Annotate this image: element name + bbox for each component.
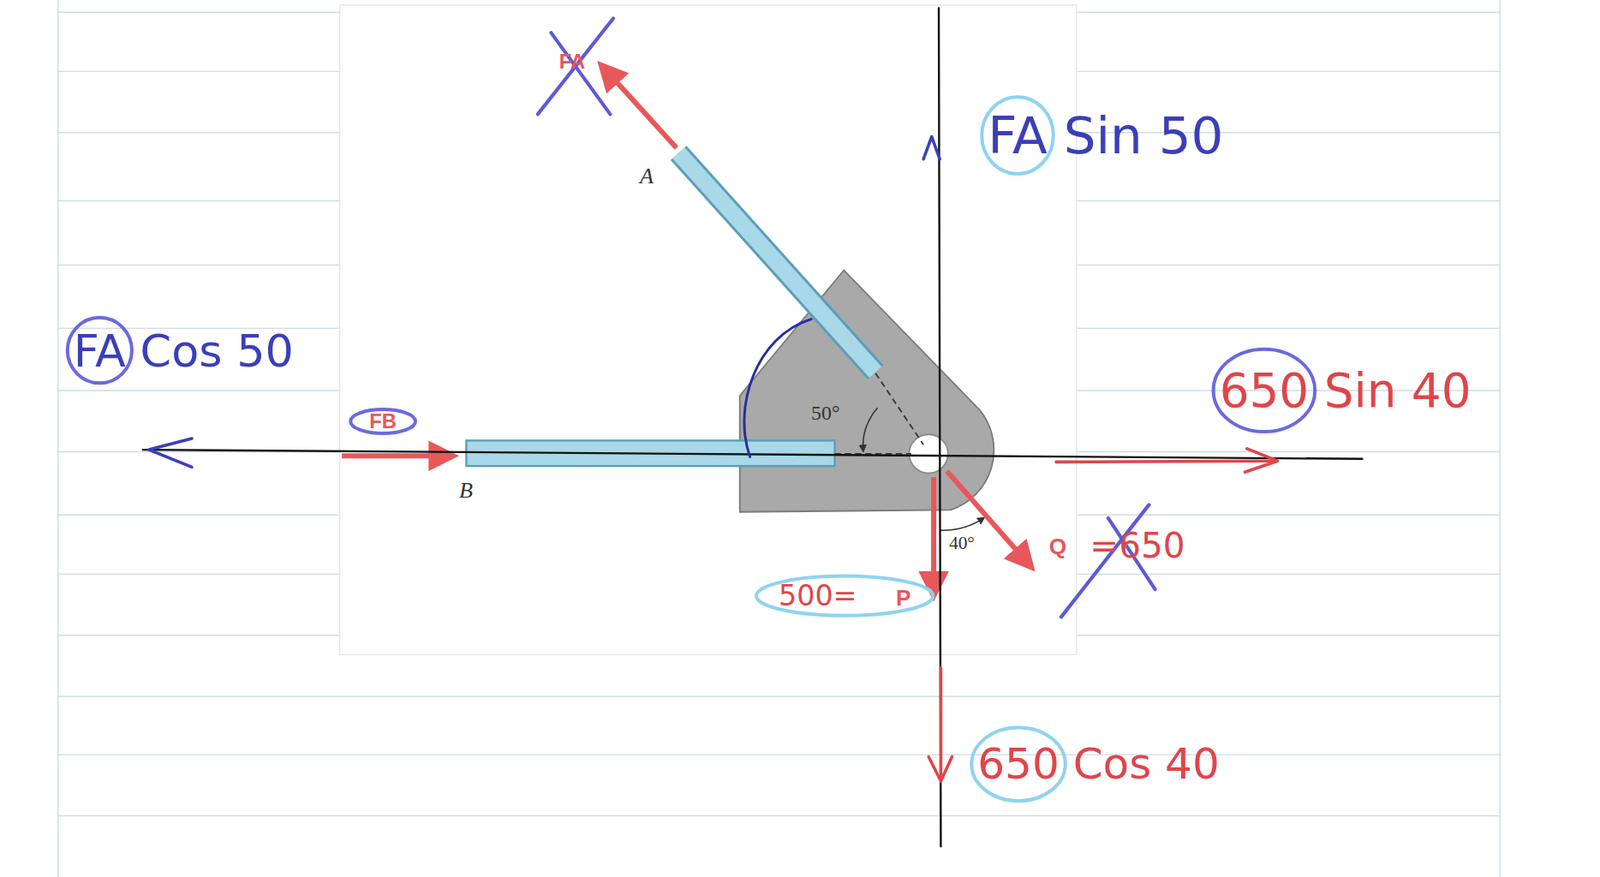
dashed-lines	[835, 373, 925, 454]
handwritten-note: FA Sin 50	[987, 110, 1224, 162]
handwritten-note: 500=	[778, 581, 858, 610]
paper-lines	[58, 0, 1500, 877]
highlight-circle	[756, 576, 933, 616]
figure-frame	[340, 5, 1077, 655]
force-label: FA	[559, 51, 586, 72]
point-label: B	[459, 479, 473, 502]
force-label: P	[895, 586, 911, 609]
force-label: FB	[369, 411, 397, 432]
force-label: Q	[1049, 535, 1067, 558]
pin-hole	[908, 434, 948, 473]
handwritten-note: 650 Sin 40	[1219, 367, 1472, 415]
angle-label: 40°	[949, 534, 975, 553]
highlight-circle	[350, 409, 416, 434]
angle-arcs	[863, 407, 985, 531]
handwritten-note: 650 Cos 40	[977, 742, 1220, 786]
angle-label: 50°	[811, 403, 840, 424]
handwritten-note: FA Cos 50	[73, 328, 294, 374]
handwritten-note: =650	[1089, 528, 1185, 564]
handwriting	[143, 8, 1363, 848]
force-arrows	[341, 68, 1029, 592]
point-label: A	[639, 165, 654, 188]
gusset-plate	[740, 270, 995, 513]
